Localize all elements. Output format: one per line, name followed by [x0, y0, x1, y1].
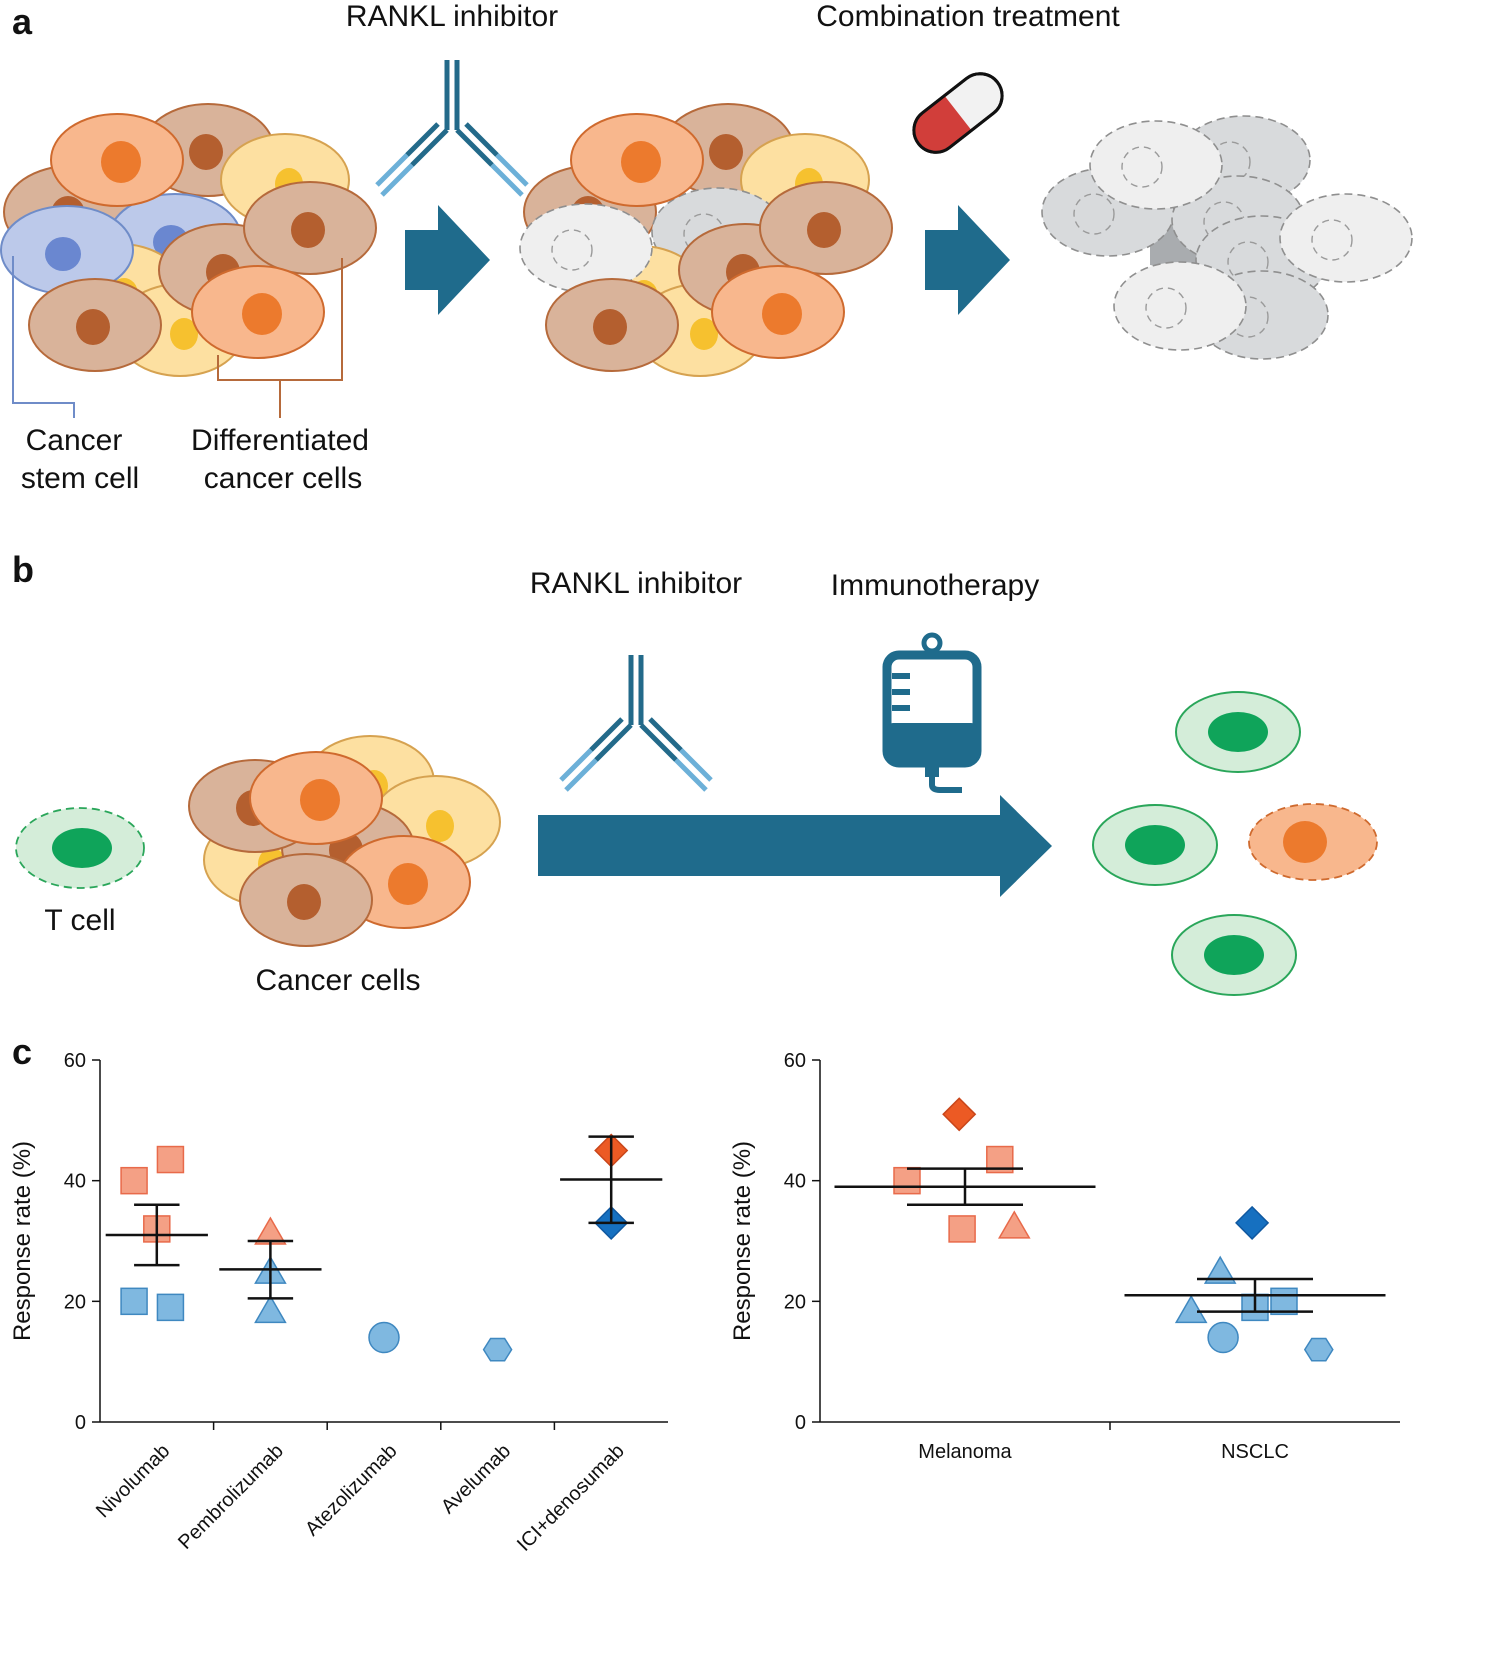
panel-a-combination-title: Combination treatment [816, 0, 1120, 33]
iv-bag-icon [882, 632, 982, 793]
arrow-icon [405, 205, 490, 315]
dead-cancer-cell [1248, 803, 1378, 881]
x-tick-label: NSCLC [1221, 1441, 1289, 1463]
stem-cell-bracket [12, 256, 75, 418]
y-axis-label: Response rate (%) [9, 1141, 36, 1341]
arrow-icon [925, 205, 1010, 315]
panel-b-immunotherapy-title: Immunotherapy [831, 569, 1039, 602]
rankl-antibody-icon [377, 60, 527, 195]
data-point [1235, 1205, 1270, 1240]
data-point [120, 1166, 148, 1195]
panel-b-letter: b [12, 549, 34, 590]
y-tick-label: 40 [784, 1171, 806, 1193]
arrow-icon [538, 795, 1052, 897]
tumour-cluster-rankl-treated [519, 103, 893, 377]
panel-a-letter: a [12, 1, 33, 42]
data-point [254, 1294, 287, 1324]
x-tick-label: Atezolizumab [301, 1440, 401, 1540]
y-tick-label: 60 [64, 1050, 86, 1072]
panel-a-inhibitor-title: RANKL inhibitor [346, 0, 558, 33]
data-point [1207, 1321, 1239, 1354]
y-tick-label: 40 [64, 1171, 86, 1193]
cancer-cells-label: Cancer cells [255, 964, 420, 997]
panel-c-letter: c [12, 1031, 32, 1072]
data-point [1174, 1294, 1208, 1324]
stem-cell-label-line2: stem cell [21, 462, 139, 495]
data-point [120, 1287, 148, 1316]
response-rate-by-tumour-chart: Response rate (%) 0 20 40 60 Melanoma NSCLC [729, 1050, 1400, 1463]
x-tick-label: Nivolumab [92, 1440, 174, 1522]
pill-icon [912, 72, 1004, 154]
cancer-cell-cluster [188, 735, 501, 947]
data-point [1303, 1337, 1334, 1362]
x-tick-label: Avelumab [437, 1440, 515, 1518]
y-tick-label: 0 [795, 1412, 806, 1434]
y-tick-label: 60 [784, 1050, 806, 1072]
y-axis-label: Response rate (%) [729, 1141, 756, 1341]
differentiated-bracket [217, 258, 343, 418]
differentiated-label-line2: cancer cells [204, 462, 362, 495]
data-point [948, 1215, 976, 1243]
stem-cell-label-line1: Cancer [26, 424, 123, 457]
dead-stem-cell [519, 203, 653, 293]
differentiated-label-line1: Differentiated [191, 424, 369, 457]
x-tick-label: Melanoma [918, 1441, 1012, 1463]
data-point [942, 1097, 977, 1132]
t-cell [15, 807, 145, 889]
t-cell-label: T cell [44, 904, 115, 937]
panel-b: b RANKL inhibitor Immunotherapy T cell C… [12, 549, 1378, 997]
panel-b-inhibitor-title: RANKL inhibitor [530, 567, 742, 600]
data-point [998, 1210, 1031, 1239]
data-point [1203, 1255, 1237, 1284]
data-point [156, 1145, 185, 1174]
data-point [368, 1321, 400, 1354]
y-tick-label: 0 [75, 1412, 86, 1434]
data-point [893, 1166, 921, 1195]
panel-a: a RANKL inhibitor Combination treatment [0, 0, 1413, 495]
y-tick-label: 20 [64, 1291, 86, 1313]
y-tick-label: 20 [784, 1291, 806, 1313]
rankl-antibody-icon [561, 655, 711, 790]
x-tick-label: ICI+denosumab [513, 1440, 629, 1556]
data-point [1270, 1287, 1298, 1316]
x-tick-label: Pembrolizumab [174, 1440, 288, 1554]
data-point [482, 1337, 513, 1362]
tumour-cluster-untreated [0, 103, 377, 377]
data-point [156, 1293, 185, 1322]
tumour-cluster-dead [1041, 115, 1413, 360]
